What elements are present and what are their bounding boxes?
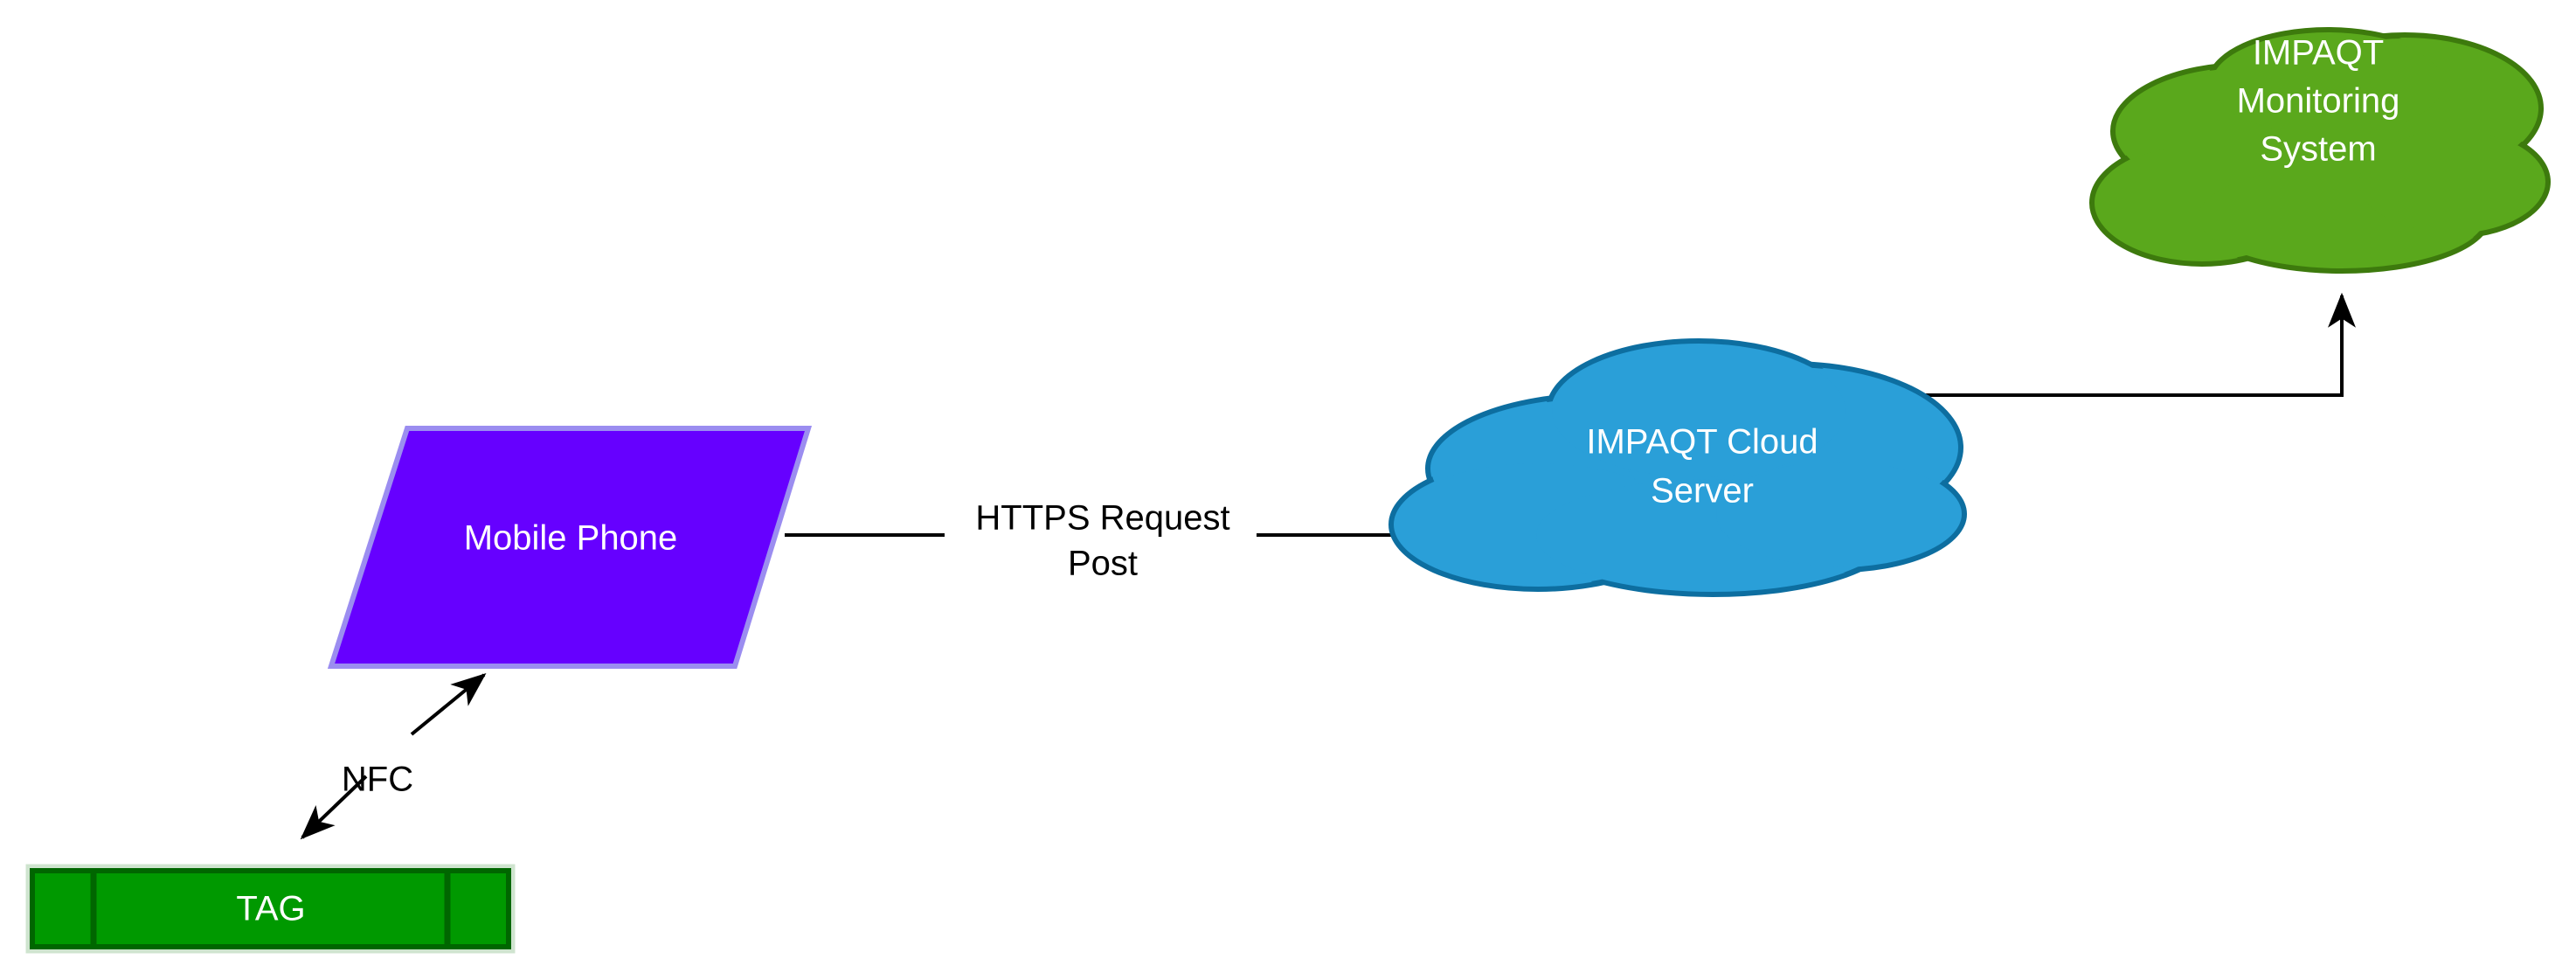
nfc-edge-upper-segment	[410, 672, 487, 736]
impaqt-monitoring-system-node-label-line-3: System	[2260, 130, 2376, 169]
https-edge-label-line-1: HTTPS Request	[975, 499, 1229, 538]
impaqt-monitoring-system-node-shape	[2089, 27, 2551, 274]
impaqt-cloud-server-node[interactable]: IMPAQT Cloud Server	[1388, 338, 1967, 597]
https-request-edge[interactable]: HTTPS Request Post	[785, 499, 1470, 583]
mobile-phone-node-label: Mobile Phone	[464, 519, 678, 558]
cloud-to-monitoring-edge[interactable]	[1916, 292, 2356, 397]
impaqt-monitoring-system-node-label-line-1: IMPAQT	[2253, 34, 2384, 73]
impaqt-monitoring-system-node-label-line-2: Monitoring	[2237, 82, 2400, 121]
mobile-phone-node[interactable]: Mobile Phone	[327, 426, 813, 669]
cloud-to-monitoring-edge-path	[1916, 292, 2356, 397]
mobile-phone-node-shape	[327, 426, 813, 669]
tag-node-shape	[30, 868, 511, 949]
tag-node[interactable]: TAG	[25, 864, 516, 954]
impaqt-cloud-server-node-label-line-1: IMPAQT Cloud	[1586, 423, 1818, 462]
impaqt-cloud-server-node-label-line-2: Server	[1651, 472, 1754, 511]
https-edge-label-line-2: Post	[1068, 545, 1138, 583]
impaqt-cloud-server-node-shape	[1388, 338, 1967, 597]
nfc-edge-label: NFC	[342, 761, 413, 799]
nfc-edge-lower-segment	[300, 775, 368, 840]
tag-node-label: TAG	[236, 890, 305, 928]
nfc-edge[interactable]: NFC	[300, 672, 487, 840]
impaqt-monitoring-system-node[interactable]: IMPAQT Monitoring System	[2089, 27, 2551, 274]
